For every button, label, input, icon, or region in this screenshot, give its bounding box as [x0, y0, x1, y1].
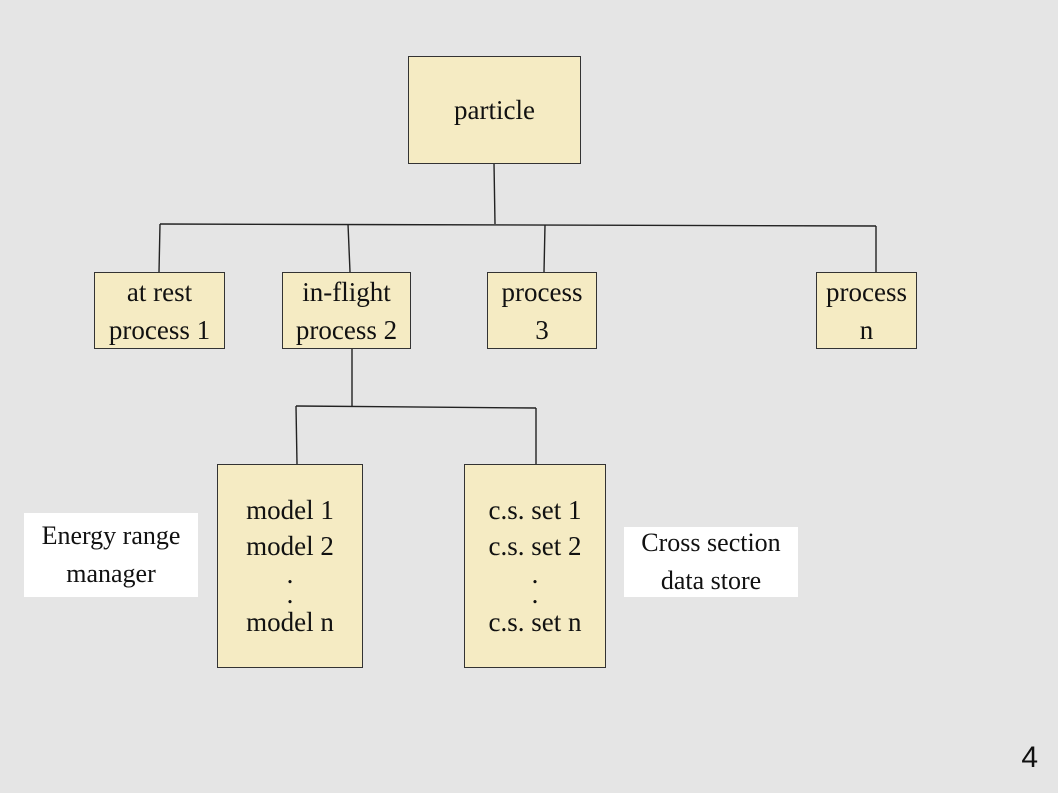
cs-set-line: c.s. set 2	[488, 531, 582, 561]
process-node-line: process 2	[295, 314, 398, 345]
drop-line-process-2	[347, 223, 351, 273]
note-line: data store	[660, 566, 762, 595]
process-node-line: in-flight	[302, 276, 391, 307]
cross-sections-node: c.s. set 1 c.s. set 2 . . c.s. set n	[464, 464, 606, 668]
models-node: model 1 model 2 . . model n	[217, 464, 363, 668]
process-node-line: process	[501, 276, 583, 307]
ellipsis-dot: .	[286, 579, 294, 609]
particle-label: particle	[454, 95, 535, 125]
process-node-3: process 3	[487, 272, 597, 349]
page-number: 4	[1021, 741, 1038, 774]
process-node-in-flight: in-flight process 2	[282, 272, 411, 349]
cs-set-line: c.s. set n	[488, 607, 582, 637]
model-line: model 1	[246, 495, 334, 525]
note-line: manager	[66, 559, 156, 588]
drop-line-process-1	[158, 223, 161, 273]
ellipsis-dot: .	[531, 579, 539, 609]
sub-bus-line	[295, 405, 537, 409]
drop-line-process-3	[543, 224, 546, 273]
process-node-line: process	[826, 276, 907, 307]
cross-section-data-store-note: Cross section data store	[624, 527, 798, 597]
process-node-line: 3	[535, 314, 549, 345]
process-node-at-rest: at rest process 1	[94, 272, 225, 349]
model-line: model n	[246, 607, 334, 637]
process-bus-line	[159, 223, 877, 227]
cs-set-line: c.s. set 1	[488, 495, 582, 525]
ellipsis-dot: .	[286, 559, 294, 589]
energy-range-manager-note: Energy range manager	[24, 513, 198, 597]
note-line: Energy range	[41, 521, 181, 550]
particle-node: particle	[408, 56, 581, 164]
root-stem-line	[493, 162, 496, 225]
process-node-n: process n	[816, 272, 917, 349]
drop-line-models	[295, 405, 298, 465]
process-node-line: n	[859, 314, 874, 345]
ellipsis-dot: .	[531, 559, 539, 589]
note-line: Cross section	[641, 528, 781, 557]
process-node-line: process 1	[108, 314, 211, 345]
process-node-line: at rest	[126, 276, 193, 307]
model-line: model 2	[246, 531, 334, 561]
